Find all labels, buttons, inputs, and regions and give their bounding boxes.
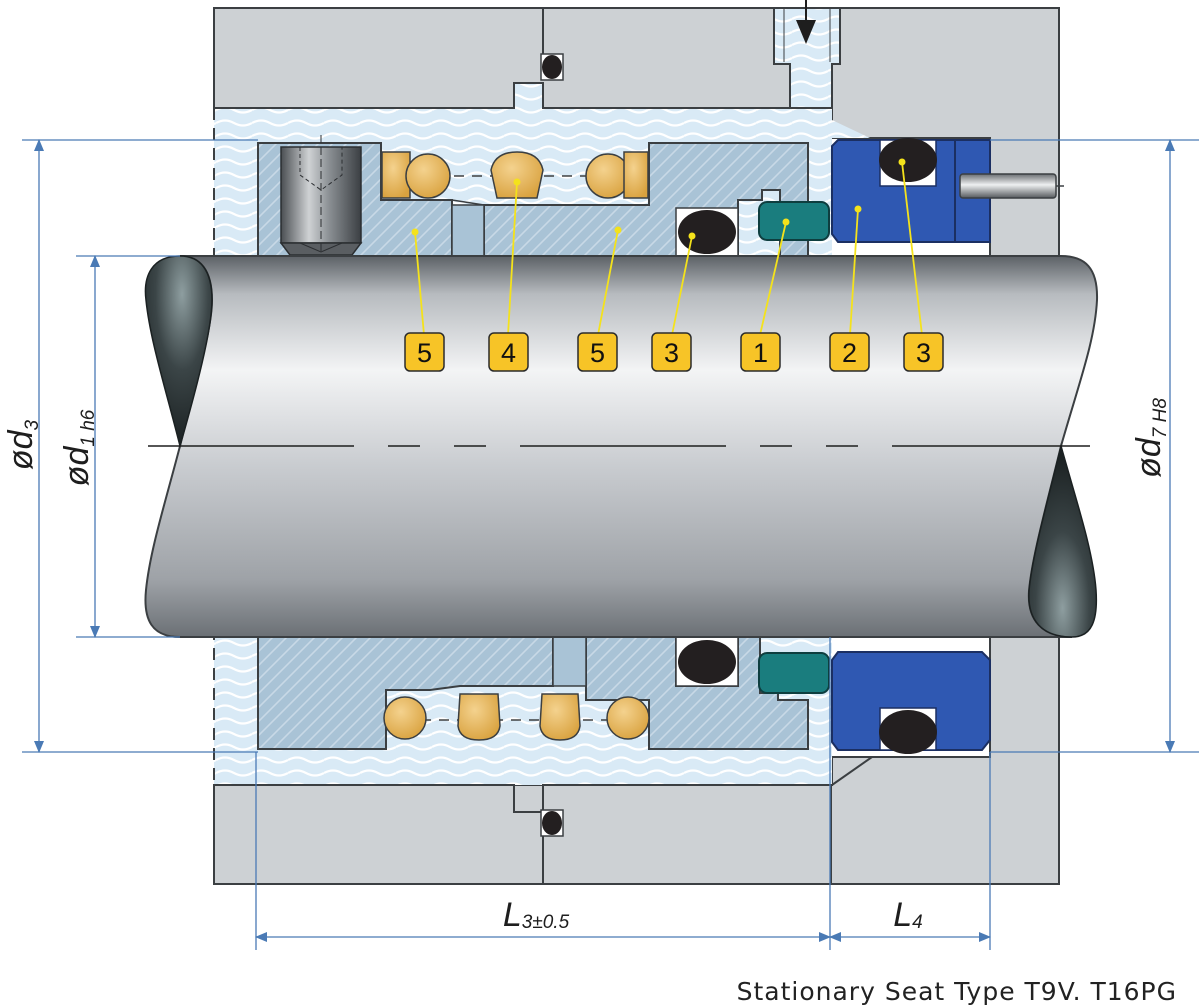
springs-bottom	[383, 693, 650, 741]
callout-2: 2	[829, 332, 870, 372]
dim-l4-label: L4	[893, 896, 923, 934]
dim-d7-sub: 7 H8	[1150, 398, 1171, 439]
dim-l3-prefix: L	[503, 896, 522, 934]
callout-label: 3	[916, 338, 931, 368]
housing-oring-bottom	[542, 811, 562, 835]
diagram-caption: Stationary Seat Type T9V. T16PG	[736, 977, 1177, 1006]
shaft	[144, 255, 1099, 638]
rotor-oring-top	[678, 210, 736, 254]
callout-5a: 5	[404, 332, 445, 372]
dim-l3-sub: 3±0.5	[522, 912, 570, 933]
callout-4: 4	[488, 332, 529, 372]
dim-l4-sub: 4	[912, 912, 923, 933]
callout-5b: 5	[577, 332, 618, 372]
dimension-lines	[22, 139, 1199, 950]
stationary-seat-bottom	[831, 651, 991, 754]
callout-label: 2	[842, 338, 857, 368]
rotor-oring-bottom	[678, 640, 736, 684]
callout-label: 1	[753, 338, 768, 368]
callout-3a: 3	[651, 332, 692, 372]
seal-face-top	[758, 201, 830, 241]
anti-rotation-pin	[959, 173, 1064, 199]
dim-l4-prefix: L	[893, 896, 912, 934]
dim-d3-sub: 3	[22, 419, 43, 430]
callout-3b: 3	[903, 332, 944, 372]
springs-top	[381, 151, 649, 199]
callout-dots	[411, 158, 906, 240]
dim-d3-label: ød3	[2, 419, 43, 470]
dim-d1-sub: 1 h6	[78, 409, 99, 446]
dim-d7-prefix: ød	[1130, 437, 1168, 478]
callout-label: 4	[501, 338, 516, 368]
callout-1: 1	[740, 332, 781, 372]
set-screw	[279, 135, 363, 258]
dim-d1-prefix: ød	[58, 446, 96, 487]
dim-d3-prefix: ød	[2, 429, 40, 470]
callout-label: 5	[590, 338, 605, 368]
seal-face-bottom	[758, 652, 830, 694]
stationary-seat-top	[831, 138, 991, 243]
callout-leaders	[414, 161, 923, 336]
housing-oring-top	[542, 55, 562, 79]
dim-l3-label: L3±0.5	[503, 896, 570, 934]
callout-label: 5	[417, 338, 432, 368]
dim-d1-label: ød1 h6	[58, 409, 99, 486]
dim-d7-label: ød7 H8	[1130, 398, 1171, 478]
callout-label: 3	[664, 338, 679, 368]
flush-port	[773, 0, 841, 109]
